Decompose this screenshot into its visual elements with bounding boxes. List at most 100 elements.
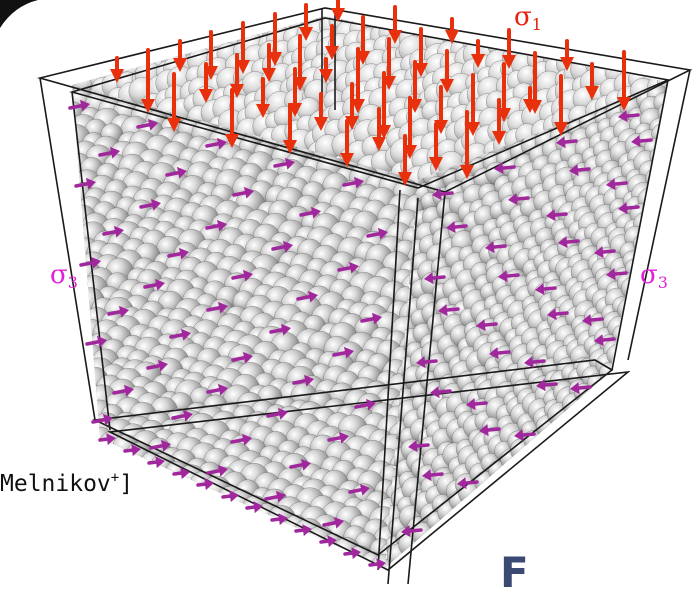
lateral-load-arrow-icon — [206, 464, 228, 477]
lateral-load-arrow-icon — [169, 328, 191, 341]
lateral-load-arrow-icon — [546, 209, 568, 222]
corner-arc-fragment — [0, 0, 38, 28]
vertical-load-arrow-icon — [110, 56, 124, 83]
lateral-load-arrow-icon — [430, 386, 452, 399]
lateral-load-arrow-icon — [508, 193, 530, 206]
lateral-load-arrow-icon — [332, 346, 354, 359]
brand-logo-fragment: F — [500, 548, 531, 597]
lateral-load-arrow-icon — [479, 424, 501, 437]
lateral-load-arrow-icon — [146, 359, 168, 372]
citation-text: Melnikov+] — [0, 470, 134, 497]
lateral-load-arrow-icon — [466, 398, 488, 411]
lateral-load-arrow-icon — [165, 166, 187, 179]
lateral-load-arrow-icon — [205, 137, 227, 150]
vertical-load-arrow-icon — [268, 12, 282, 66]
lateral-load-arrow-icon — [296, 290, 318, 303]
sphere — [664, 82, 668, 100]
lateral-load-arrow-icon — [343, 547, 361, 560]
lateral-load-arrow-icon — [401, 525, 423, 538]
lateral-load-arrow-icon — [457, 477, 479, 490]
vertical-load-arrow-icon — [262, 43, 276, 82]
lateral-load-arrow-icon — [322, 516, 344, 529]
lateral-load-arrow-icon — [569, 164, 591, 177]
lateral-load-arrow-icon — [271, 240, 293, 253]
vertical-load-arrow-icon — [351, 47, 365, 113]
vertical-load-arrow-icon — [471, 39, 485, 68]
vertical-load-arrow-icon — [325, 24, 339, 60]
lateral-load-arrow-icon — [264, 490, 286, 503]
vertical-load-arrow-icon — [173, 39, 187, 72]
lateral-load-arrow-icon — [112, 384, 134, 397]
lateral-load-arrow-icon — [205, 219, 227, 232]
lateral-load-arrow-icon — [556, 136, 578, 149]
lateral-load-arrow-icon — [366, 227, 388, 240]
lateral-load-arrow-icon — [424, 272, 446, 285]
lateral-load-arrow-icon — [98, 146, 120, 159]
vertical-load-arrow-icon — [256, 77, 270, 118]
lateral-load-arrow-icon — [231, 351, 253, 364]
lateral-load-arrow-icon — [98, 433, 116, 446]
lateral-load-arrow-icon — [337, 261, 359, 274]
vertical-load-arrow-icon — [585, 62, 599, 100]
lateral-load-arrow-icon — [594, 334, 616, 347]
sphere-packing-right-face — [385, 82, 668, 568]
lateral-load-arrow-icon — [594, 246, 616, 259]
vertical-load-arrow-icon — [340, 119, 354, 167]
sigma-3-right-label: σ3 — [640, 260, 668, 292]
lateral-load-arrow-icon — [485, 241, 507, 254]
lateral-load-arrow-icon — [299, 206, 321, 219]
vertical-load-arrow-icon — [523, 86, 537, 113]
lateral-load-arrow-icon — [221, 490, 239, 503]
lateral-load-arrow-icon — [498, 270, 520, 283]
vertical-load-arrow-icon — [283, 103, 297, 154]
vertical-load-arrow-icon — [331, 0, 345, 22]
lateral-load-arrow-icon — [85, 335, 107, 348]
lateral-load-arrow-icon — [147, 456, 165, 469]
lateral-load-arrow-icon — [196, 478, 214, 491]
vertical-load-arrow-icon — [414, 27, 428, 77]
load-arrows — [68, 0, 653, 571]
vertical-load-arrow-icon — [554, 74, 568, 136]
lateral-load-arrow-icon — [206, 383, 228, 396]
vertical-load-arrow-icon — [617, 50, 631, 111]
lateral-load-arrow-icon — [618, 110, 640, 123]
lateral-load-arrow-icon — [91, 413, 113, 426]
lateral-load-arrow-icon — [269, 323, 291, 336]
lateral-load-arrow-icon — [547, 308, 569, 321]
lateral-load-arrow-icon — [107, 305, 129, 318]
lateral-load-arrow-icon — [139, 198, 161, 211]
lateral-load-arrow-icon — [631, 135, 653, 148]
vertical-load-arrow-icon — [141, 48, 155, 113]
lateral-load-arrow-icon — [102, 225, 124, 238]
lateral-load-arrow-icon — [232, 186, 254, 199]
lateral-load-arrow-icon — [149, 439, 171, 452]
vertical-load-arrow-icon — [445, 17, 459, 44]
lateral-load-arrow-icon — [79, 256, 101, 269]
lateral-load-arrow-icon — [582, 314, 604, 327]
lateral-load-arrow-icon — [368, 558, 386, 571]
lateral-load-arrow-icon — [230, 433, 252, 446]
lateral-load-arrow-icon — [167, 247, 189, 260]
lateral-load-arrow-icon — [408, 440, 430, 453]
vertical-load-arrow-icon — [492, 98, 506, 145]
vertical-load-arrow-icon — [460, 110, 474, 179]
lateral-load-arrow-icon — [231, 269, 253, 282]
lateral-load-arrow-icon — [536, 379, 558, 392]
lateral-load-arrow-icon — [606, 268, 628, 281]
vertical-load-arrow-icon — [388, 5, 402, 44]
vertical-load-arrow-icon — [225, 88, 239, 148]
lateral-load-arrow-icon — [136, 118, 158, 131]
lateral-load-arrow-icon — [348, 483, 370, 496]
lateral-load-arrow-icon — [446, 221, 468, 234]
lateral-load-arrow-icon — [618, 202, 640, 215]
lateral-load-arrow-icon — [68, 99, 90, 112]
lateral-load-arrow-icon — [422, 469, 444, 482]
lateral-load-arrow-icon — [535, 283, 557, 296]
vertical-load-arrow-icon — [199, 62, 213, 103]
vertical-load-arrow-icon — [398, 134, 412, 186]
vertical-load-arrow-icon — [319, 57, 333, 83]
lateral-load-arrow-icon — [294, 524, 312, 537]
lateral-load-arrow-icon — [266, 407, 288, 420]
lateral-load-arrow-icon — [494, 162, 516, 175]
vertical-load-arrow-icon — [236, 21, 250, 74]
